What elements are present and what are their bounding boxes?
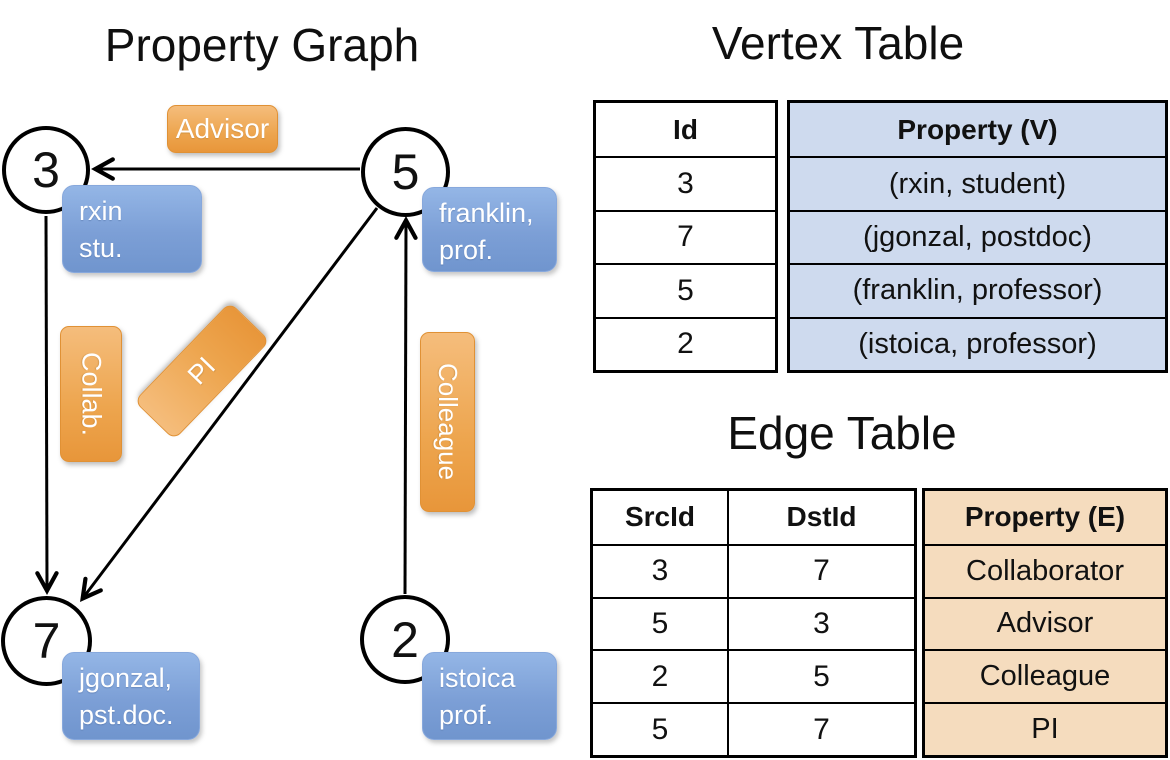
edge-table-dst-cell: 7 xyxy=(729,702,914,755)
vertex-label-franklin-line2: prof. xyxy=(439,235,494,265)
vertex-table-id-cell: 5 xyxy=(596,263,775,316)
node-5: 5 xyxy=(361,127,450,217)
node-5-id: 5 xyxy=(391,144,420,200)
edge-label-collab: Collab. xyxy=(60,326,122,462)
node-3-id: 3 xyxy=(32,142,60,198)
vertex-label-istoica-line2: prof. xyxy=(439,700,494,730)
vertex-label-istoica: istoica prof. xyxy=(422,652,557,740)
vertex-table-property-cell: (franklin, professor) xyxy=(790,263,1165,316)
vertex-table-id-cell: 3 xyxy=(596,156,775,209)
vertex-label-jgonzal: jgonzal, pst.doc. xyxy=(62,652,200,740)
node-7-id: 7 xyxy=(32,613,61,669)
vertex-label-rxin: rxin stu. xyxy=(62,185,202,273)
vertex-label-jgonzal-line1: jgonzal, xyxy=(79,663,173,693)
vertex-label-rxin-line1: rxin xyxy=(79,196,123,226)
graph-edges xyxy=(35,157,418,602)
edge-colleague-line xyxy=(394,216,418,595)
edge-table-src-cell: 5 xyxy=(593,702,729,755)
vertex-table-property-cell: (jgonzal, postdoc) xyxy=(790,209,1165,263)
edge-table-src-dst-columns: SrcId DstId 3 7 5 3 2 5 5 7 xyxy=(590,488,917,758)
edge-table-dst-header: DstId xyxy=(786,501,857,533)
edge-table-property-cell: Collaborator xyxy=(925,543,1165,597)
vertex-label-jgonzal-line2: pst.doc. xyxy=(79,700,174,730)
vertex-table-title: Vertex Table xyxy=(711,17,965,69)
vertex-table-property-column: Property (V) (rxin, student) (jgonzal, p… xyxy=(787,100,1168,373)
vertex-label-franklin-line1: franklin, xyxy=(439,198,534,228)
edge-table-property-header: Property (E) xyxy=(964,501,1126,533)
edge-table-property-cell: Advisor xyxy=(925,596,1165,650)
vertex-table-id-cell: 2 xyxy=(596,316,775,370)
vertex-table-property-header: Property (V) xyxy=(897,113,1058,145)
vertex-label-rxin-line2: stu. xyxy=(79,233,123,263)
node-2: 2 xyxy=(360,595,450,684)
node-2-id: 2 xyxy=(391,611,419,668)
edge-table-src-cell: 5 xyxy=(593,596,729,650)
edge-label-colleague: Colleague xyxy=(420,332,475,512)
edge-table-title: Edge Table xyxy=(727,407,957,459)
property-graph-title: Property Graph xyxy=(104,19,420,71)
edge-table-src-header: SrcId xyxy=(593,491,729,544)
edge-table-src-cell: 3 xyxy=(593,543,729,597)
vertex-table-id-column: Id 3 7 5 2 xyxy=(593,100,778,373)
edge-table-src-cell: 2 xyxy=(593,649,729,703)
vertex-table-property-cell: (istoica, professor) xyxy=(790,316,1165,370)
edge-pi-line xyxy=(80,207,379,602)
vertex-table-id-header: Id xyxy=(673,113,698,145)
vertex-table-property-cell: (rxin, student) xyxy=(790,156,1165,209)
edge-label-advisor: Advisor xyxy=(167,105,278,153)
edge-table-property-column: Property (E) Collaborator Advisor Collea… xyxy=(922,488,1168,758)
vertex-label-istoica-line1: istoica xyxy=(439,663,516,693)
edge-table-dst-cell: 7 xyxy=(729,543,914,597)
vertex-table-id-cell: 7 xyxy=(596,209,775,263)
edge-table-dst-cell: 5 xyxy=(729,649,914,702)
edge-table-property-cell: PI xyxy=(925,702,1165,755)
edge-collab-line xyxy=(35,215,59,595)
edge-table-dst-cell: 3 xyxy=(729,596,914,650)
vertex-label-franklin: franklin, prof. xyxy=(422,187,557,272)
edge-table-property-cell: Colleague xyxy=(925,649,1165,702)
